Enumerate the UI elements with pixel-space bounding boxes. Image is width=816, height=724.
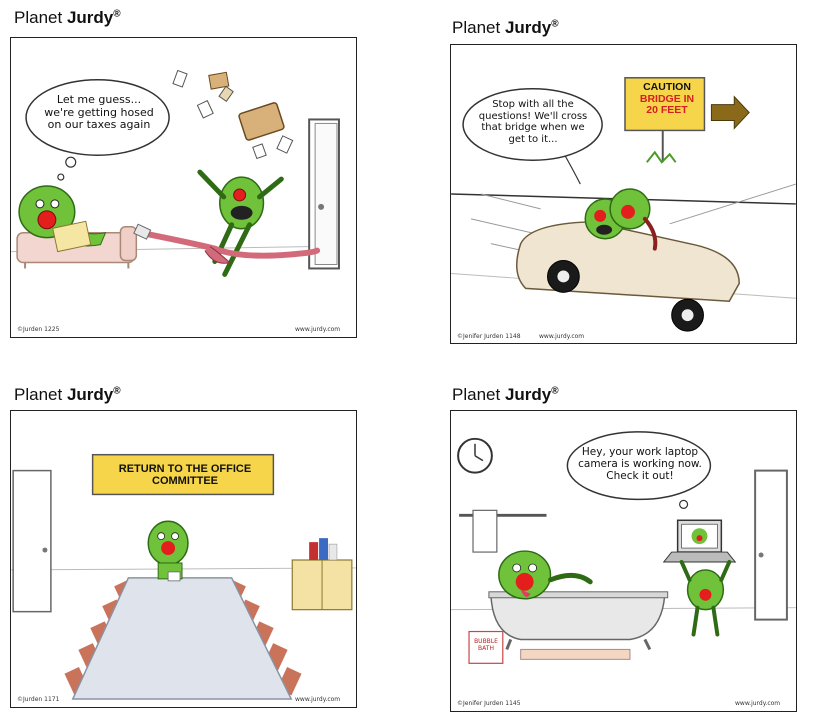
bathtub-icon: [490, 594, 666, 641]
registered-mark: ®: [113, 385, 121, 397]
website: www.jurdy.com: [295, 696, 341, 703]
credit: ©Jenifer Jurden 1145: [457, 700, 521, 707]
stretched-tongue: [137, 229, 321, 259]
caution-sign-text: CAUTION BRIDGE IN 20 FEET: [627, 81, 707, 117]
sign-line: RETURN TO THE OFFICE: [118, 463, 252, 475]
paper-icon: [252, 143, 267, 160]
red-nose: [37, 210, 57, 230]
speech-bubble: [25, 78, 170, 156]
bubble-line: questions! We'll cross: [478, 110, 588, 122]
door-icon: [754, 469, 788, 621]
bubble-line: Hey, your work laptop: [581, 446, 699, 458]
heading-prefix: Planet: [452, 385, 505, 404]
speech-bubble-text: Hey, your work laptop camera is working …: [571, 446, 709, 482]
registered-mark: ®: [551, 18, 559, 30]
paper-icon: [196, 100, 214, 119]
bubble-line: Check it out!: [606, 470, 674, 483]
registered-mark: ®: [113, 8, 121, 20]
bubble-line: that bridge when we: [481, 122, 585, 133]
sign-line-bridge: BRIDGE IN: [639, 92, 695, 105]
conference-table: [71, 577, 293, 700]
sign-line-caution: CAUTION: [643, 81, 691, 93]
credit: ©Jurden 1171: [17, 696, 60, 703]
speech-bubble-text: Let me guess... we're getting hosed on o…: [37, 93, 161, 132]
bubble-bath-label: BUBBLE BATH: [469, 638, 503, 653]
bubble-bath-box: [468, 630, 504, 664]
paper-icon: [172, 69, 188, 88]
website: www.jurdy.com: [539, 333, 585, 340]
speech-bubble: [566, 431, 712, 501]
bubble-line: camera is working now.: [578, 458, 702, 471]
comic-4-illustration: [451, 431, 796, 664]
bubble-line: Let me guess...: [56, 93, 142, 106]
sign-line: COMMITTEE: [152, 475, 218, 488]
comic-1-heading: Planet Jurdy®: [14, 8, 121, 28]
committee-sign: [91, 453, 275, 496]
bubble-line: we're getting hosed: [44, 105, 154, 119]
bubble-line: on our taxes again: [47, 118, 151, 132]
heading-brand: Jurdy: [66, 385, 114, 404]
clock-icon: [457, 437, 493, 474]
heading-brand: Jurdy: [66, 8, 114, 27]
heading-prefix: Planet: [452, 18, 505, 37]
door-icon: [12, 469, 52, 613]
briefcase-icon: [238, 102, 285, 141]
website: www.jurdy.com: [295, 326, 341, 333]
newspaper-icon: [52, 220, 92, 253]
comic-4-heading: Planet Jurdy®: [452, 385, 559, 405]
heading-brand: Jurdy: [504, 18, 552, 37]
arrow-right-icon: [710, 95, 750, 130]
paper-icon: [218, 85, 234, 103]
caution-sign: [624, 77, 706, 132]
comic-3-illustration: [11, 453, 356, 700]
paper-icon: [276, 135, 294, 154]
comic-3-panel: RETURN TO THE OFFICE COMMITTEE ©Jurden 1…: [10, 410, 357, 708]
bath-mat: [520, 648, 631, 660]
heading-brand: Jurdy: [504, 385, 552, 404]
green-creature-flying: [219, 176, 265, 230]
speech-bubble-text: Stop with all the questions! We'll cross…: [467, 99, 599, 145]
grass-icon: [646, 150, 677, 164]
comic-2-illustration: [451, 77, 796, 332]
credit: ©Jenifer Jurden 1148: [457, 333, 521, 340]
towel-icon: [472, 509, 498, 553]
comic-1-panel: Let me guess... we're getting hosed on o…: [10, 37, 357, 338]
box-icon: [208, 71, 230, 90]
speech-bubble: [462, 87, 603, 161]
comic-4-panel: BUBBLE BATH Hey, your work laptop camera…: [450, 410, 797, 712]
website: www.jurdy.com: [735, 700, 781, 707]
bubble-line: Stop with all the: [492, 99, 574, 110]
box-line: BATH: [478, 644, 494, 652]
box-line: BUBBLE: [474, 638, 498, 645]
car-icon: [515, 221, 740, 303]
comic-2-heading: Planet Jurdy®: [452, 18, 559, 38]
door-knob-icon: [318, 203, 325, 210]
registered-mark: ®: [551, 385, 559, 397]
credit: ©Jurden 1225: [17, 326, 60, 333]
heading-prefix: Planet: [14, 385, 67, 404]
bubble-line: get to it...: [508, 133, 558, 145]
comic-2-panel: CAUTION BRIDGE IN 20 FEET Stop with all …: [450, 44, 797, 344]
comic-1-illustration: [11, 69, 340, 277]
comic-3-heading: Planet Jurdy®: [14, 385, 121, 405]
sign-line-feet: 20 FEET: [646, 104, 688, 117]
paper-icon: [167, 571, 181, 582]
heading-prefix: Planet: [14, 8, 67, 27]
committee-sign-text: RETURN TO THE OFFICE COMMITTEE: [94, 463, 276, 487]
